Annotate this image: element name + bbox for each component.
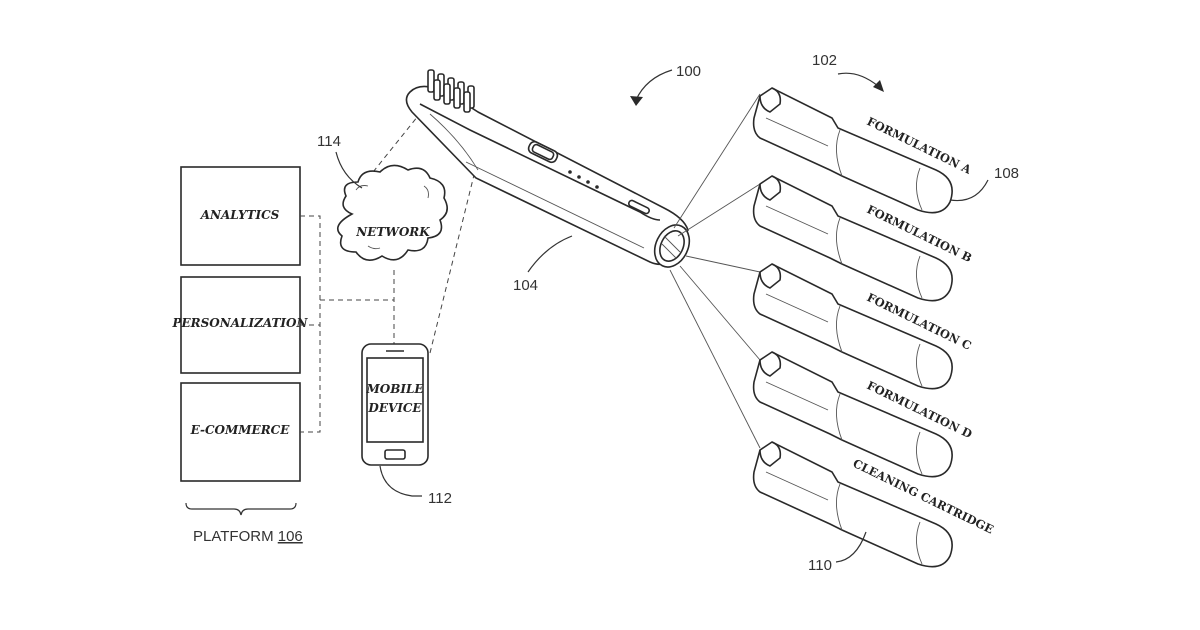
network-cloud: NETWORK 114 (317, 133, 447, 260)
platform-brace (186, 503, 296, 515)
cleaning-cartridge: CLEANING CARTRIDGE (754, 442, 996, 567)
cartridge-ref: 108 (994, 165, 1019, 182)
mobile-label-line1: MOBILE (365, 382, 424, 396)
network-label: NETWORK (355, 225, 430, 239)
mobile-device: MOBILE DEVICE 112 (362, 344, 452, 507)
mobile-ref: 112 (428, 490, 452, 507)
network-ref: 114 (317, 133, 341, 150)
ecommerce-label: E-COMMERCE (190, 423, 291, 437)
platform-group: ANALYTICS PERSONALIZATION E-COMMERCE PLA… (172, 167, 309, 545)
cleaning-ref: 110 (808, 557, 832, 574)
personalization-label: PERSONALIZATION (172, 316, 309, 330)
cleaning-ref-group: 110 (808, 532, 866, 574)
cartridges-ref-group: 102 (812, 52, 884, 92)
cartridge-connections (670, 94, 760, 448)
mobile-label-line2: DEVICE (367, 401, 422, 415)
analytics-label: ANALYTICS (200, 208, 280, 222)
cartridges-ref: 102 (812, 52, 837, 69)
system-ref-group: 100 (630, 63, 701, 106)
mobile-leader (380, 466, 422, 496)
system-ref: 100 (676, 63, 701, 80)
cartridge-leader (950, 180, 988, 201)
platform-label: PLATFORM 106 (193, 528, 303, 545)
handheld-device: 104 (406, 70, 696, 294)
device-leader (528, 236, 572, 272)
platform-ref: 106 (278, 528, 303, 545)
device-ref: 104 (513, 277, 538, 294)
